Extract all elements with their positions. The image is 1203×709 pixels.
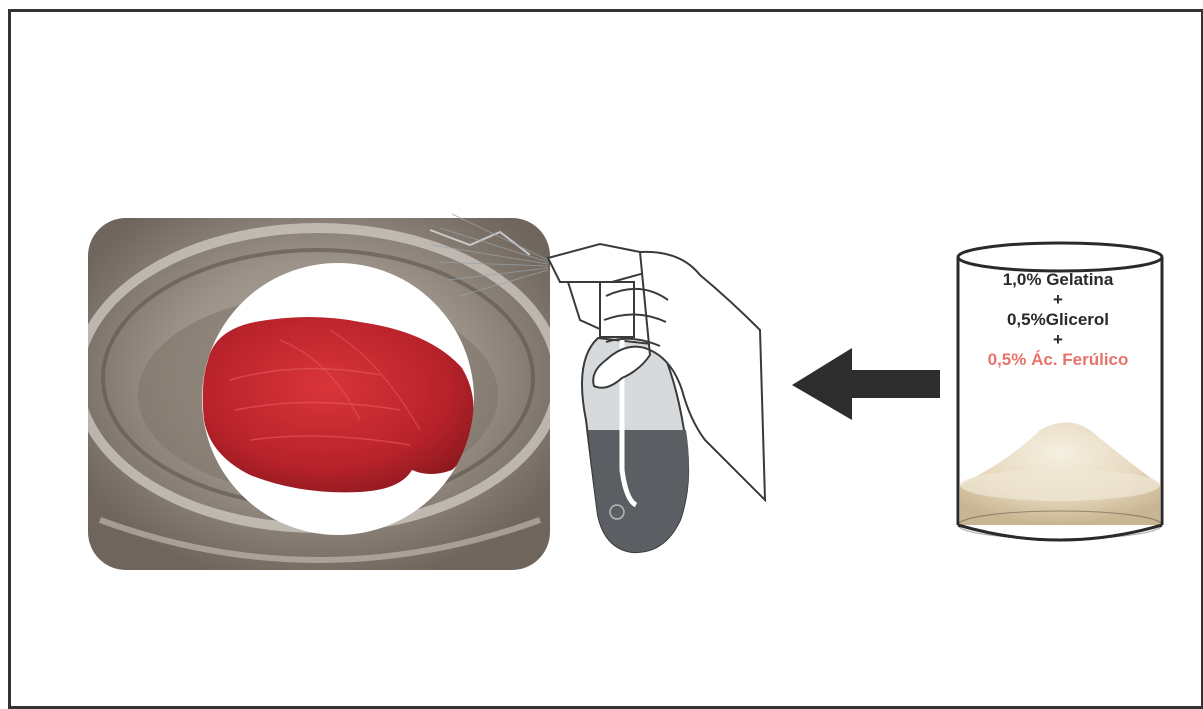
tuna-steak [202, 263, 474, 535]
jar-line-gelatina: 1,0% Gelatina [958, 270, 1158, 290]
jar-label: 1,0% Gelatina + 0,5%Glicerol + 0,5% Ác. … [958, 270, 1158, 370]
arrow-left-icon [792, 348, 940, 420]
jar-line-plus-2: + [958, 330, 1158, 350]
jar-line-glicerol: 0,5%Glicerol [958, 310, 1158, 330]
jar-line-plus-1: + [958, 290, 1158, 310]
jar-line-ferulico: 0,5% Ác. Ferúlico [958, 350, 1158, 370]
